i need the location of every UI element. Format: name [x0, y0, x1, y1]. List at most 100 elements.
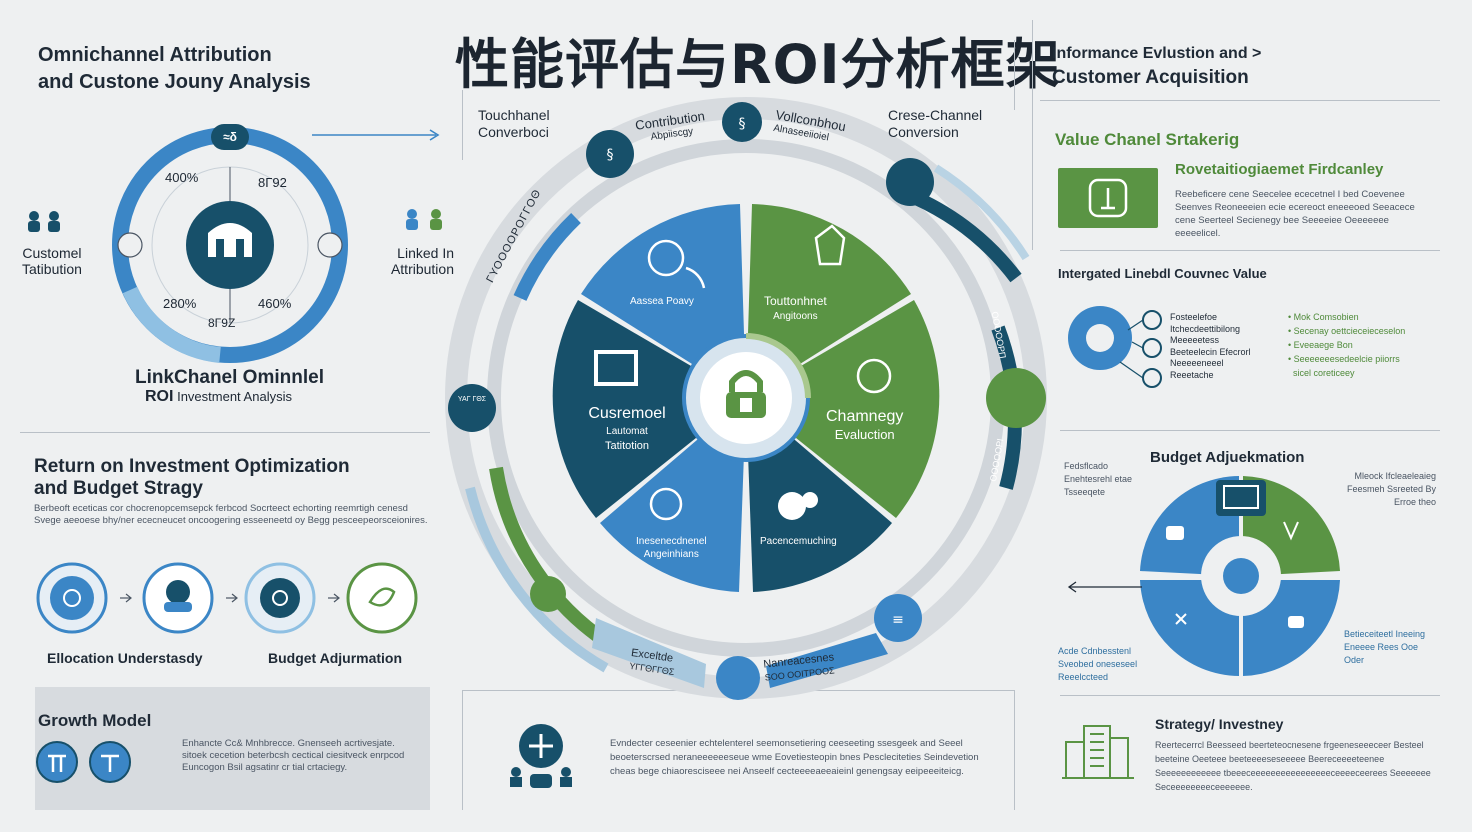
side-label-right: Linked In Attribution	[372, 245, 454, 277]
side-label-left: Customel Tatibution	[22, 245, 82, 277]
people-icon-right	[406, 209, 442, 230]
integrated-item-2: Itchecdeettibilong	[1170, 323, 1241, 334]
center-bottom-text: Evndecter ceseenier echtelenterel seemon…	[610, 738, 979, 777]
integrated-item-1: Fosteelefoe	[1170, 312, 1218, 322]
pie-bottom-left-1: Inesenecdnenel	[636, 536, 707, 547]
divider-bottom-right	[1014, 690, 1015, 810]
roi-title-line1: Return on Investment Optimization	[34, 456, 350, 477]
label-cross-channel-1: Crese-Channel	[888, 107, 983, 123]
header-arrow	[312, 129, 440, 141]
label-touchchannel: Touchhanel Converboci	[478, 107, 550, 141]
budget-right-bottom-3: Oder	[1344, 655, 1365, 665]
ring-value-5: 8Γ9Ζ	[208, 316, 236, 330]
budget-left-top: Fedsflcado Enehtesrehl etae Tsseeqete	[1064, 460, 1132, 499]
ring-value-1: 400%	[165, 170, 199, 185]
integrated-bullet-text-4: Seeeeeeesedeelcie piiorrs	[1293, 354, 1400, 364]
budget-right-top-1: Mleock Ifcleaeleaieg	[1354, 471, 1436, 481]
label-touchchannel-2: Converboci	[478, 124, 549, 140]
flow-label-2: Budget Adjurmation	[268, 650, 403, 666]
integrated-bullet-text-1: Mok Comsobien	[1293, 312, 1359, 322]
divider-left-mid	[20, 432, 430, 433]
building-icon	[1062, 725, 1134, 779]
budget-right-bottom-1: Betieceiteetl Ineeing	[1344, 629, 1426, 639]
divider-bottom-left	[462, 690, 463, 810]
value-card-icon	[1058, 168, 1158, 228]
value-card-title: Rovetaitiogiaemet Firdcanley	[1175, 161, 1384, 178]
budget-right-bottom-2: Eneeee Rees Ooe	[1344, 642, 1419, 652]
left-header-line1: Omnichannel Attribution	[38, 44, 272, 66]
roi-text: Berbeoft eceticas cor chocrenopcemsepck …	[34, 503, 428, 526]
integrated-item-6: Reeetache	[1170, 369, 1214, 380]
pie-left-1: Cusremoel	[588, 405, 666, 422]
budget-left-bottom: Acde Cdnbesstenl Sveobed oneseseel Reeel…	[1058, 645, 1137, 684]
pie-label-left: Cusremoel Lautomat Tatitotion	[568, 406, 686, 454]
growth-text: Enhancte Cc& Mnhbrecce. Gnenseeh acrtive…	[182, 738, 405, 773]
integrated-bullet-text-5: sicel coreticeey	[1293, 368, 1355, 378]
value-chain-title: Value Chanel Srtakerig	[1055, 130, 1240, 149]
attribution-ring	[112, 127, 348, 363]
pie-label-bottom-right: Pacencemuching	[760, 536, 837, 547]
divider-right	[1014, 40, 1015, 110]
pie-label-top-left: Aassea Poavy	[630, 296, 694, 307]
budget-left-top-1: Fedsflcado	[1064, 461, 1109, 471]
divider-right-mid1	[1060, 250, 1440, 251]
ring-value-3: 280%	[163, 296, 197, 311]
pie-left-3: Tatitotion	[604, 440, 650, 452]
svg-text:§: §	[607, 147, 614, 163]
side-right-line1: Linked In	[397, 245, 454, 261]
svg-text:§: §	[739, 116, 746, 132]
roi-title-line2: and Budget Stragy	[34, 478, 203, 499]
budget-title: Budget Adjuekmation	[1150, 449, 1305, 466]
divider-right-bot	[1060, 695, 1440, 696]
strategy-title: Strategy/ Investney	[1155, 716, 1284, 732]
budget-left-bottom-2: Sveobed oneseseel	[1058, 659, 1138, 669]
ring-top-badge: ≈δ	[211, 124, 249, 150]
budget-left-bottom-3: Reeelccteed	[1058, 672, 1109, 682]
integrated-items: Fosteelefoe Itchecdeettibilong Meeeeetes…	[1170, 312, 1251, 381]
svg-text:≡: ≡	[892, 612, 904, 628]
pie-label-right: Chamnegy Evaluction	[826, 408, 903, 444]
left-header: Omnichannel Attribution and Custone Joun…	[38, 42, 311, 96]
integrated-bullet-5: sicel coreticeey	[1288, 366, 1405, 380]
flow-label-1: Ellocation Understasdy	[47, 650, 203, 666]
value-card-icon-glyph	[1088, 178, 1128, 218]
pie-label-top-right: Touttonhnet Angitoons	[764, 294, 827, 324]
ring-value-2: 8Γ92	[258, 175, 287, 190]
page-title: 性能评估与ROI分析框架	[455, 33, 1061, 96]
budget-right-top: Mleock Ifcleaeleaieg Feesmeh Ssreeted By…	[1340, 470, 1436, 509]
side-right-line2: Attribution	[390, 261, 454, 277]
pie-top-right-2: Angitoons	[773, 311, 818, 322]
integrated-bullet-1: • Mok Comsobien	[1288, 312, 1359, 322]
badge-left: ΥΑΓ ΓΘΣ	[457, 396, 487, 403]
divider-right-mid2	[1060, 430, 1440, 431]
budget-wheel	[1140, 476, 1340, 676]
roi-flow	[36, 562, 418, 634]
divider-left	[462, 90, 463, 160]
pie-top-right-1: Touttonhnet	[764, 294, 827, 308]
integrated-diagram	[1068, 306, 1162, 388]
label-cross-channel: Crese-Channel Conversion	[888, 107, 982, 141]
divider-right-panel	[1032, 20, 1033, 250]
right-header-line1: Informance Evlustion and >	[1052, 45, 1262, 62]
label-cross-channel-2: Conversion	[888, 124, 959, 140]
people-icon-left	[28, 211, 60, 232]
pie-right-2: Evaluction	[834, 427, 895, 442]
budget-left-top-2: Enehtesrehl etae	[1064, 474, 1133, 484]
roi-caption: Investment Analysis	[177, 389, 292, 404]
budget-right-top-2: Feesmeh Ssreeted By	[1346, 484, 1436, 494]
pie-right-1: Chamnegy	[826, 408, 904, 425]
budget-right-bottom: Betieceiteetl Ineeing Eneeee Rees Ooe Od…	[1344, 628, 1425, 667]
budget-left-top-3: Tsseeqete	[1064, 487, 1106, 497]
integrated-item-4: Beeteelecin Efecrorl	[1170, 346, 1251, 357]
integrated-bullet-text-2: Secenay oettcieceieceselon	[1293, 326, 1406, 336]
left-header-line2: and Custone Jouny Analysis	[38, 71, 311, 93]
integrated-bullet-4: • Seeeeeeesedeelcie piiorrs	[1288, 354, 1400, 364]
growth-icons	[36, 741, 131, 783]
integrated-bullet-text-3: Eveeaege Bon	[1293, 340, 1353, 350]
value-card-text: Reebeficere cene Seecelee ececetnel I be…	[1175, 189, 1415, 239]
integrated-item-3: Meeeeetess	[1170, 335, 1220, 345]
integrated-item-5: Neeeeeneeel	[1170, 358, 1224, 368]
divider-right-top	[1040, 100, 1440, 101]
central-wheel: § § ≡	[445, 97, 1047, 700]
pie-left-2: Lautomat	[606, 426, 648, 437]
